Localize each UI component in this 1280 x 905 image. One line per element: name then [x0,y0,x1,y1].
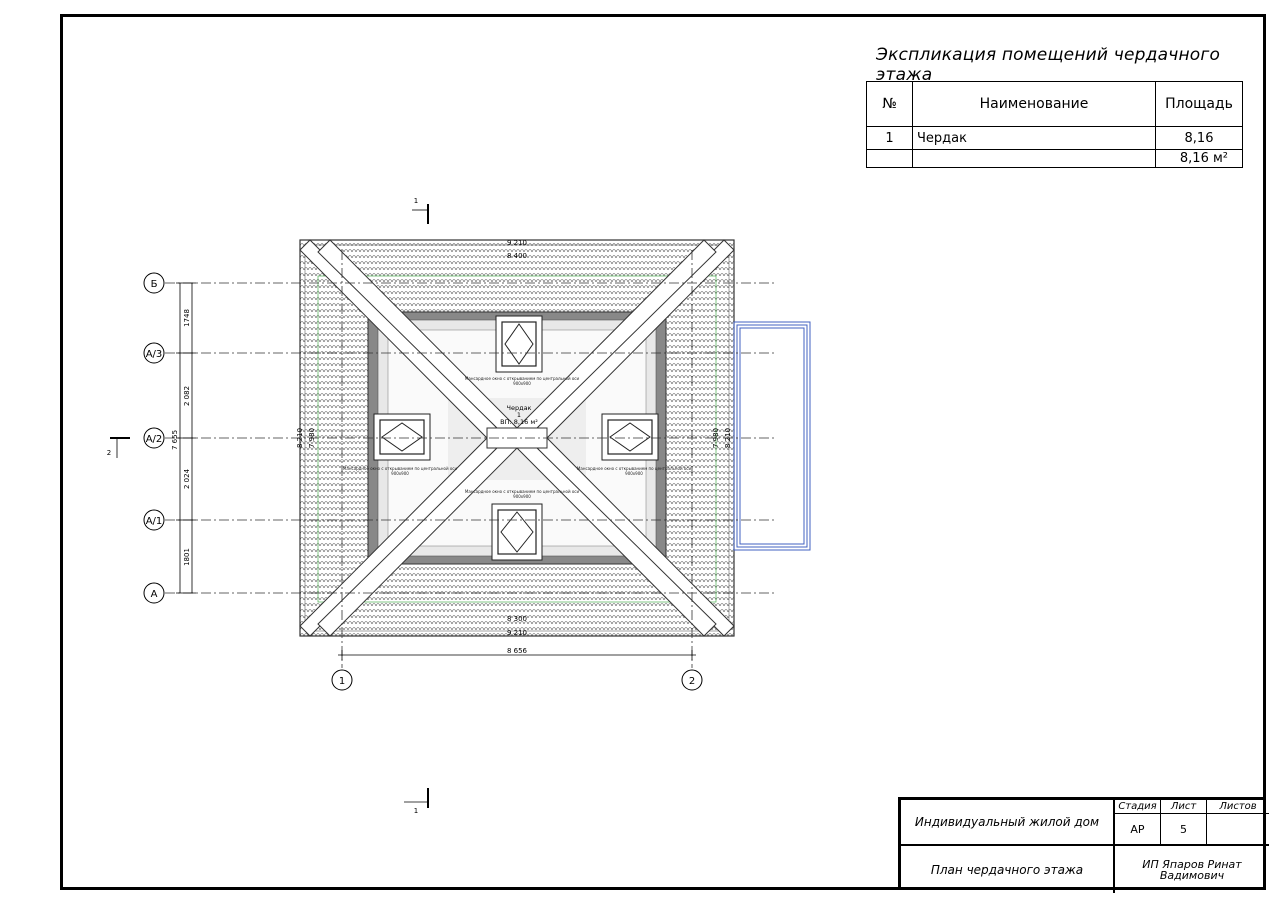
axis-label-a1: А/1 [146,516,163,527]
room-area: ВП: 8,16 м² [500,418,538,426]
explication-table: № Наименование Площадь 1 Чердак 8,16 8,1… [866,81,1243,168]
dim-bottom-axes: 8 656 [507,647,528,655]
bottom-dimension [338,650,696,660]
row-axis-bubbles [143,272,703,691]
author: ИП Япаров Ринат Вадимович [1142,857,1242,882]
room-number: 1 [517,411,521,419]
terrace-outline [733,321,811,551]
title-block: Индивидуальный жилой дом План чердачного… [898,797,1269,893]
window-top [495,315,543,373]
axis-label-a2: А/2 [146,434,163,445]
dim-top-total: 9 210 [507,239,527,247]
drawing-frame [60,14,1266,890]
room-name: Чердак [507,404,532,412]
explication-title: Экспликация помещений чердачного этажа [876,45,1221,85]
dim-left-2: 2 082 [183,386,191,406]
sheet-title: План чердачного этажа [901,846,1115,893]
section-label-1-top: 1 [414,197,418,205]
sheets-label: Листов [1207,800,1269,814]
window-size-left: 900х900 [391,471,409,476]
roof-windows [373,315,659,561]
row-number: 1 [866,126,913,150]
stage-label: Стадия [1115,800,1161,814]
section-marks [110,204,429,808]
axis-label-2: 2 [689,676,695,687]
dim-bottom-total: 9 210 [507,629,527,637]
window-note-top: Мансардное окно с открыванием по централ… [465,376,580,381]
window-bottom [491,503,543,561]
sheet-label: Лист [1161,800,1207,814]
left-dimension-chain [176,282,196,594]
axis-lines [165,250,776,668]
axis-label-b: Б [151,279,158,290]
section-label-1-bottom: 1 [414,807,418,815]
dim-left-3: 2 024 [183,468,191,489]
window-left [373,413,431,461]
sheets-value [1207,814,1269,846]
dim-left-1: 1748 [183,309,191,327]
explication-header-row: № Наименование Площадь [866,81,1243,127]
window-size-bottom: 900х900 [513,494,531,499]
table-total-row: 8,16 м² [866,149,1243,168]
total-area: 8,16 м² [1155,149,1243,168]
row-name: Чердак [912,126,1156,150]
dim-left-inner: 7 980 [308,428,316,448]
section-label-2: 2 [107,449,111,457]
window-size-top: 900х900 [513,381,531,386]
project-name: Индивидуальный жилой дом [901,800,1115,846]
window-note-bottom: Мансардное окно с открыванием по централ… [465,489,580,494]
window-note-right: Мансардное окно с открыванием по централ… [577,466,692,471]
axis-label-a: А [151,589,158,600]
axis-label-a3: А/3 [146,349,163,360]
dim-top-inner: 8 400 [507,252,527,260]
row-area: 8,16 [1155,126,1243,150]
dim-left-outer: 8 210 [296,428,304,448]
table-row: 1 Чердак 8,16 [866,126,1243,150]
window-size-right: 900х900 [625,471,643,476]
axis-label-1: 1 [339,676,345,687]
window-right [601,413,659,461]
dim-left-4: 1801 [183,548,191,566]
dim-right-inner: 7 980 [712,428,720,448]
dim-left-total: 7 655 [171,430,179,450]
window-note-left: Мансардное окно с открыванием по централ… [343,466,458,471]
stage-value: АР [1115,814,1161,846]
sheet-value: 5 [1161,814,1207,846]
dim-right-outer: 8 210 [724,428,732,448]
dim-bottom-inner: 8 300 [507,615,527,623]
